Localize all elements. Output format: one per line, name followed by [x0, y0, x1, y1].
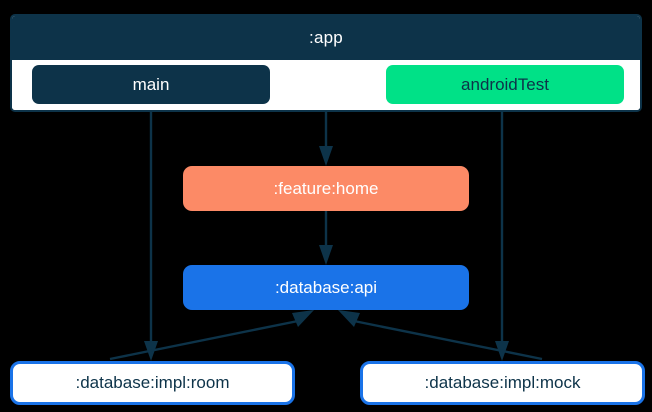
node-database-impl-mock-label: :database:impl:mock [424, 373, 581, 392]
edge-feature-home-to-database-api [319, 211, 333, 265]
source-set-androidtest-label: androidTest [461, 74, 549, 94]
source-set-main[interactable]: main [32, 65, 270, 104]
node-feature-home[interactable]: :feature:home [183, 166, 469, 211]
edge-database-impl-room-to-database-api [109, 310, 314, 361]
app-module-container[interactable]: :app main androidTest [10, 14, 642, 112]
edge-database-impl-mock-to-database-api [338, 310, 543, 361]
node-database-impl-room-label: :database:impl:room [75, 373, 230, 392]
edge-androidtest-to-database-impl-mock [495, 112, 509, 361]
edge-main-to-database-impl-room [144, 112, 158, 361]
node-database-api[interactable]: :database:api [183, 265, 469, 310]
node-database-api-label: :database:api [274, 277, 378, 297]
node-database-impl-mock[interactable]: :database:impl:mock [360, 361, 645, 405]
node-database-impl-room[interactable]: :database:impl:room [10, 361, 295, 405]
app-module-title: :app [12, 16, 640, 60]
edge-app-to-feature-home [319, 112, 333, 166]
app-source-sets: main androidTest [12, 60, 640, 110]
source-set-androidtest[interactable]: androidTest [386, 65, 624, 104]
node-feature-home-label: :feature:home [273, 178, 379, 198]
source-set-main-label: main [132, 74, 170, 94]
